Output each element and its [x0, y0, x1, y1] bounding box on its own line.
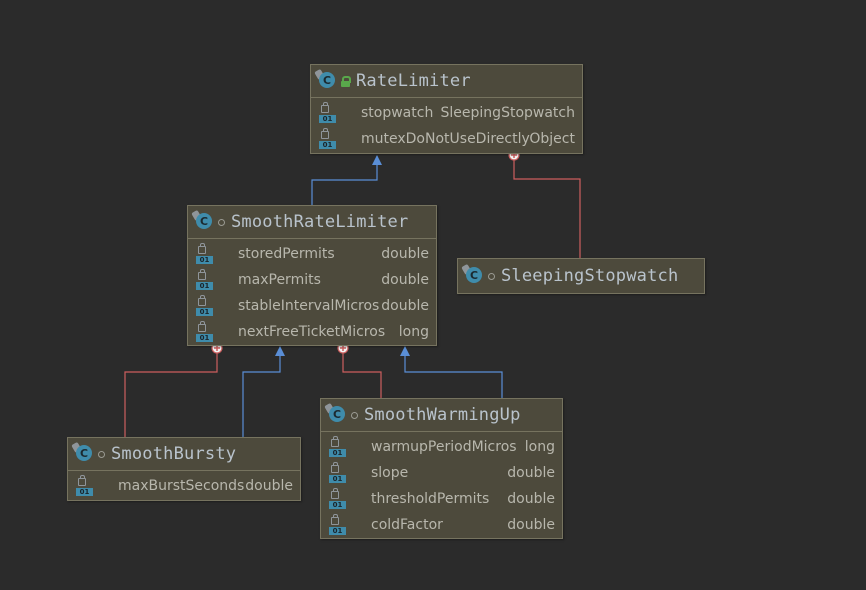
inner-class-edge — [124, 352, 218, 437]
class-header: C SmoothWarmingUp — [321, 399, 562, 431]
class-name: SmoothWarmingUp — [364, 405, 521, 425]
field-name: mutexDoNotUseDirectly — [361, 131, 530, 147]
field-name: stableIntervalMicros — [238, 298, 380, 314]
private-field-icon: 01 — [194, 320, 213, 342]
private-field-icon: 01 — [327, 487, 346, 509]
field-name: stopwatch — [361, 105, 434, 121]
field-row[interactable]: 01 stopwatch SleepingStopwatch — [311, 100, 582, 126]
field-row[interactable]: 01 coldFactor double — [321, 512, 562, 538]
private-field-icon: 01 — [317, 101, 336, 123]
class-box-smoothwarmingup[interactable]: C SmoothWarmingUp 01 warmupPeriodMicros … — [320, 398, 563, 539]
class-box-ratelimiter[interactable]: C RateLimiter 01 stopwatch SleepingStopw… — [310, 64, 583, 154]
field-type: double — [507, 491, 555, 507]
field-row[interactable]: 01 thresholdPermits double — [321, 486, 562, 512]
class-box-smoothratelimiter[interactable]: C SmoothRateLimiter 01 storedPermits dou… — [187, 205, 437, 346]
package-visibility-icon — [98, 450, 105, 458]
field-type: double — [507, 517, 555, 533]
private-field-icon: 01 — [327, 461, 346, 483]
abstract-class-icon: C — [461, 263, 484, 286]
inheritance-arrowhead — [372, 155, 382, 165]
field-row[interactable]: 01 maxBurstSeconds double — [68, 473, 300, 499]
field-row[interactable]: 01 warmupPeriodMicros long — [321, 434, 562, 460]
private-field-icon: 01 — [327, 513, 346, 535]
class-icon: C — [71, 441, 94, 464]
abstract-class-icon: C — [314, 68, 337, 91]
field-row[interactable]: 01 mutexDoNotUseDirectly Object — [311, 126, 582, 152]
abstract-class-icon: C — [191, 209, 214, 232]
class-name: SmoothRateLimiter — [231, 212, 409, 232]
field-type: double — [381, 272, 429, 288]
class-header: C SmoothRateLimiter — [188, 206, 436, 238]
class-icon: C — [324, 402, 347, 425]
field-type: long — [398, 324, 429, 340]
private-field-icon: 01 — [194, 242, 213, 264]
private-field-icon: 01 — [317, 127, 336, 149]
class-name: RateLimiter — [356, 71, 471, 91]
inner-class-edge — [342, 352, 382, 398]
field-type: double — [507, 465, 555, 481]
field-row[interactable]: 01 slope double — [321, 460, 562, 486]
class-box-smoothbursty[interactable]: C SmoothBursty 01 maxBurstSeconds double — [67, 437, 301, 501]
field-name: coldFactor — [371, 517, 443, 533]
private-field-icon: 01 — [74, 474, 93, 496]
private-field-icon: 01 — [194, 268, 213, 290]
field-name: nextFreeTicketMicros — [238, 324, 386, 340]
field-type: Object — [529, 131, 575, 147]
package-visibility-icon — [488, 272, 495, 280]
field-type: double — [381, 298, 429, 314]
field-type: SleepingStopwatch — [440, 105, 575, 121]
field-name: thresholdPermits — [371, 491, 490, 507]
field-name: maxPermits — [238, 272, 321, 288]
class-box-sleepingstopwatch[interactable]: C SleepingStopwatch — [457, 258, 705, 294]
package-visibility-icon — [351, 411, 358, 419]
inheritance-edge — [311, 156, 378, 205]
inheritance-edge — [242, 347, 281, 437]
field-name: maxBurstSeconds — [118, 478, 245, 494]
field-row[interactable]: 01 nextFreeTicketMicros long — [188, 319, 436, 345]
class-name: SleepingStopwatch — [501, 266, 679, 286]
public-visibility-icon — [341, 76, 351, 87]
private-field-icon: 01 — [327, 435, 346, 457]
package-visibility-icon — [218, 218, 225, 226]
class-name: SmoothBursty — [111, 444, 237, 464]
field-name: slope — [371, 465, 409, 481]
class-header: C SleepingStopwatch — [458, 259, 704, 293]
inheritance-edge — [404, 347, 503, 398]
class-header: C SmoothBursty — [68, 438, 300, 470]
field-type: long — [524, 439, 555, 455]
field-row[interactable]: 01 storedPermits double — [188, 241, 436, 267]
class-header: C RateLimiter — [311, 65, 582, 97]
inner-class-edge — [513, 159, 581, 258]
field-name: storedPermits — [238, 246, 335, 262]
field-name: warmupPeriodMicros — [371, 439, 517, 455]
field-type: double — [381, 246, 429, 262]
field-row[interactable]: 01 maxPermits double — [188, 267, 436, 293]
field-row[interactable]: 01 stableIntervalMicros double — [188, 293, 436, 319]
field-type: double — [245, 478, 293, 494]
private-field-icon: 01 — [194, 294, 213, 316]
